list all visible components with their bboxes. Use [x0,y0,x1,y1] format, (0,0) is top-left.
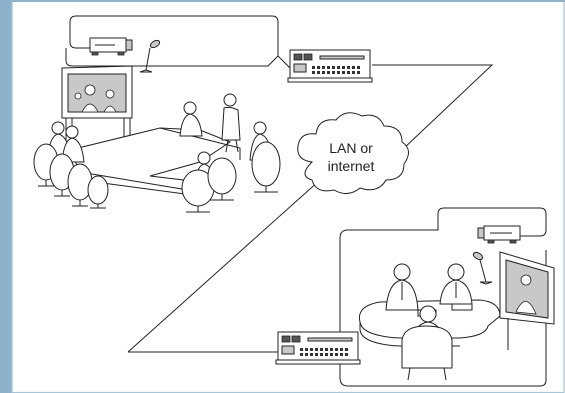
network-links [127,64,494,353]
codec-unit-icon [275,331,361,365]
equipment-callout-bottom [339,207,547,387]
equipment-callout-top [65,15,291,69]
person-icon [221,93,241,153]
projector-icon [89,37,133,56]
network-label-line1: LAN or [329,140,373,156]
chair-icon [251,141,281,193]
sidebar-band [0,0,12,393]
projector-icon [477,225,521,244]
microphone-icon [139,39,161,73]
chair-icon [87,175,109,209]
microphone-icon [472,251,493,285]
people-group-bottom [385,263,473,381]
codec-unit-icon [287,49,373,83]
chairs-top [33,141,281,213]
person-icon [179,101,203,137]
chair-icon [207,157,237,201]
person-icon [385,263,419,311]
display-screen-icon [499,251,555,356]
network-label-line2: internet [328,158,375,174]
chair-icon [181,169,215,213]
cloud-icon: LAN or internet [297,112,409,194]
person-icon [439,263,473,305]
chair-icon [67,163,93,207]
chair-icon [401,325,453,381]
